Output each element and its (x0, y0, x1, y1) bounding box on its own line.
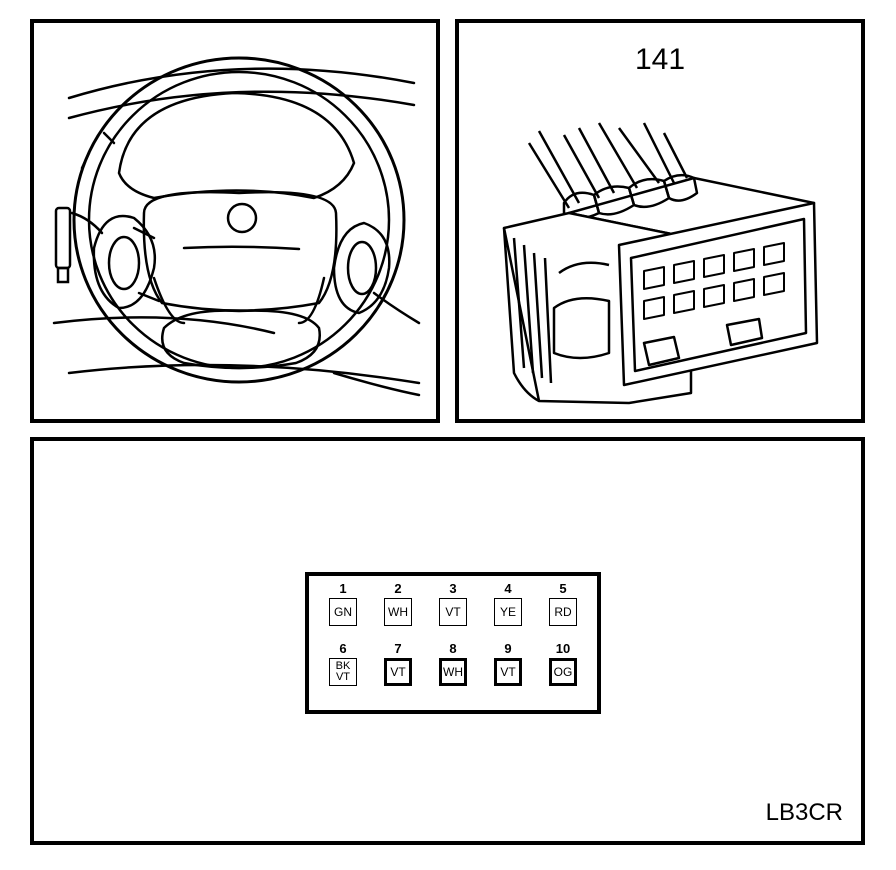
pinout-table: 1 GN 2 WH 3 VT 4 YE 5 RD 6 BK VT 7 VT 8 (305, 572, 601, 714)
pin-number: 4 (504, 581, 512, 596)
pin-number: 6 (339, 641, 347, 656)
pin-3: 3 VT (435, 582, 471, 626)
pin-wire-color: YE (494, 598, 522, 626)
pin-number: 2 (394, 581, 402, 596)
pin-number: 8 (449, 641, 457, 656)
pin-number: 7 (394, 641, 402, 656)
pin-wire-color: BK VT (329, 658, 357, 686)
pin-1: 1 GN (325, 582, 361, 626)
pin-number: 10 (555, 641, 571, 656)
connector-illustration-panel: 141 (455, 19, 865, 423)
reference-code: LB3CR (765, 799, 843, 826)
pin-9: 9 VT (490, 642, 526, 686)
pin-7: 7 VT (380, 642, 416, 686)
pin-5: 5 RD (545, 582, 581, 626)
pin-6: 6 BK VT (325, 642, 361, 686)
pin-wire-color: OG (549, 658, 577, 686)
pinout-panel: 1 GN 2 WH 3 VT 4 YE 5 RD 6 BK VT 7 VT 8 (30, 437, 865, 845)
pin-2: 2 WH (380, 582, 416, 626)
connector-number: 141 (634, 43, 686, 76)
pin-wire-color: VT (384, 658, 412, 686)
pin-10: 10 OG (545, 642, 581, 686)
steering-wheel-location-panel (30, 19, 440, 423)
pin-wire-color: WH (384, 598, 412, 626)
pin-4: 4 YE (490, 582, 526, 626)
pin-number: 5 (559, 581, 567, 596)
pin-8: 8 WH (435, 642, 471, 686)
pin-number: 9 (504, 641, 512, 656)
pin-wire-color: RD (549, 598, 577, 626)
pin-number: 1 (339, 581, 347, 596)
pin-wire-color: GN (329, 598, 357, 626)
pin-number: 3 (449, 581, 457, 596)
steering-wheel-illustration (52, 56, 421, 397)
pin-wire-color: VT (494, 658, 522, 686)
pin-wire-color: VT (439, 598, 467, 626)
connector-illustration (502, 122, 819, 405)
pin-wire-color: WH (439, 658, 467, 686)
